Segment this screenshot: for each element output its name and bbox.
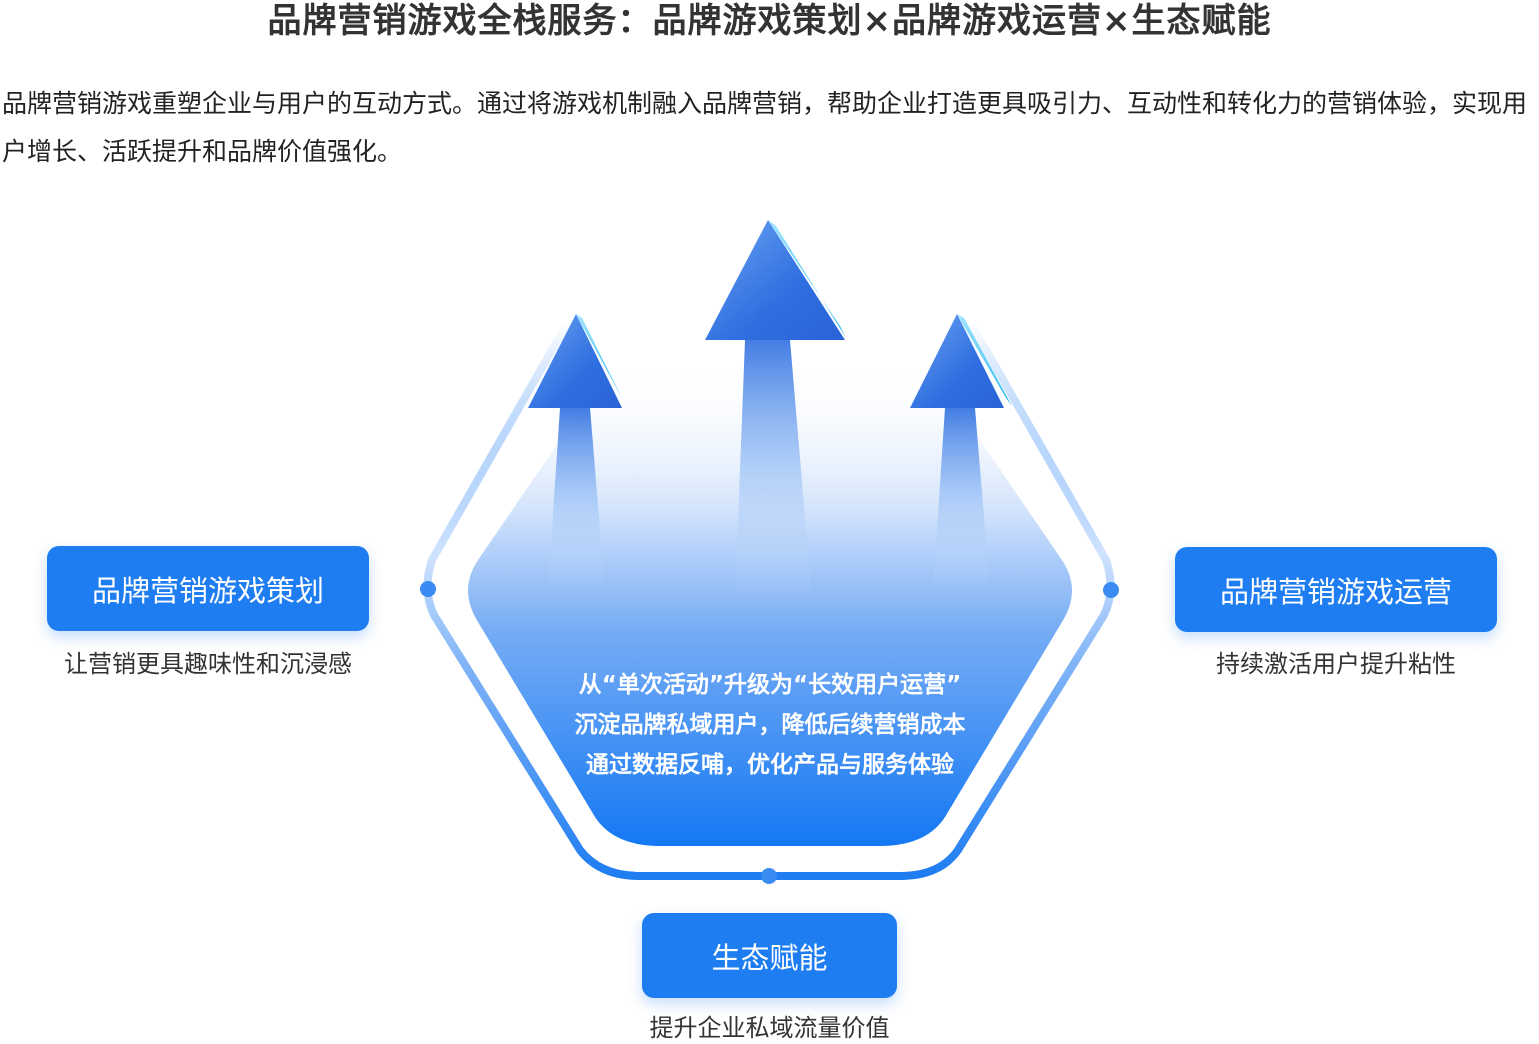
center-line-2: 沉淀品牌私域用户，降低后续营销成本 [520,705,1020,745]
bottom-caption: 提升企业私域流量价值 [600,1012,939,1044]
left-caption: 让营销更具趣味性和沉浸感 [47,648,369,680]
bottom-connector-dot [761,868,777,884]
right-pill-brand-game-operation: 品牌营销游戏运营 [1175,547,1497,632]
right-caption: 持续激活用户提升粘性 [1175,648,1497,680]
center-line-3: 通过数据反哺，优化产品与服务体验 [520,745,1020,785]
left-connector-dot [420,581,436,597]
bottom-pill-ecosystem-empowerment: 生态赋能 [642,913,897,998]
left-pill-brand-game-planning: 品牌营销游戏策划 [47,546,369,631]
right-connector-dot [1103,582,1119,598]
center-line-1: 从“单次活动”升级为“长效用户运营” [520,665,1020,705]
center-text: 从“单次活动”升级为“长效用户运营” 沉淀品牌私域用户，降低后续营销成本 通过数… [520,665,1020,785]
